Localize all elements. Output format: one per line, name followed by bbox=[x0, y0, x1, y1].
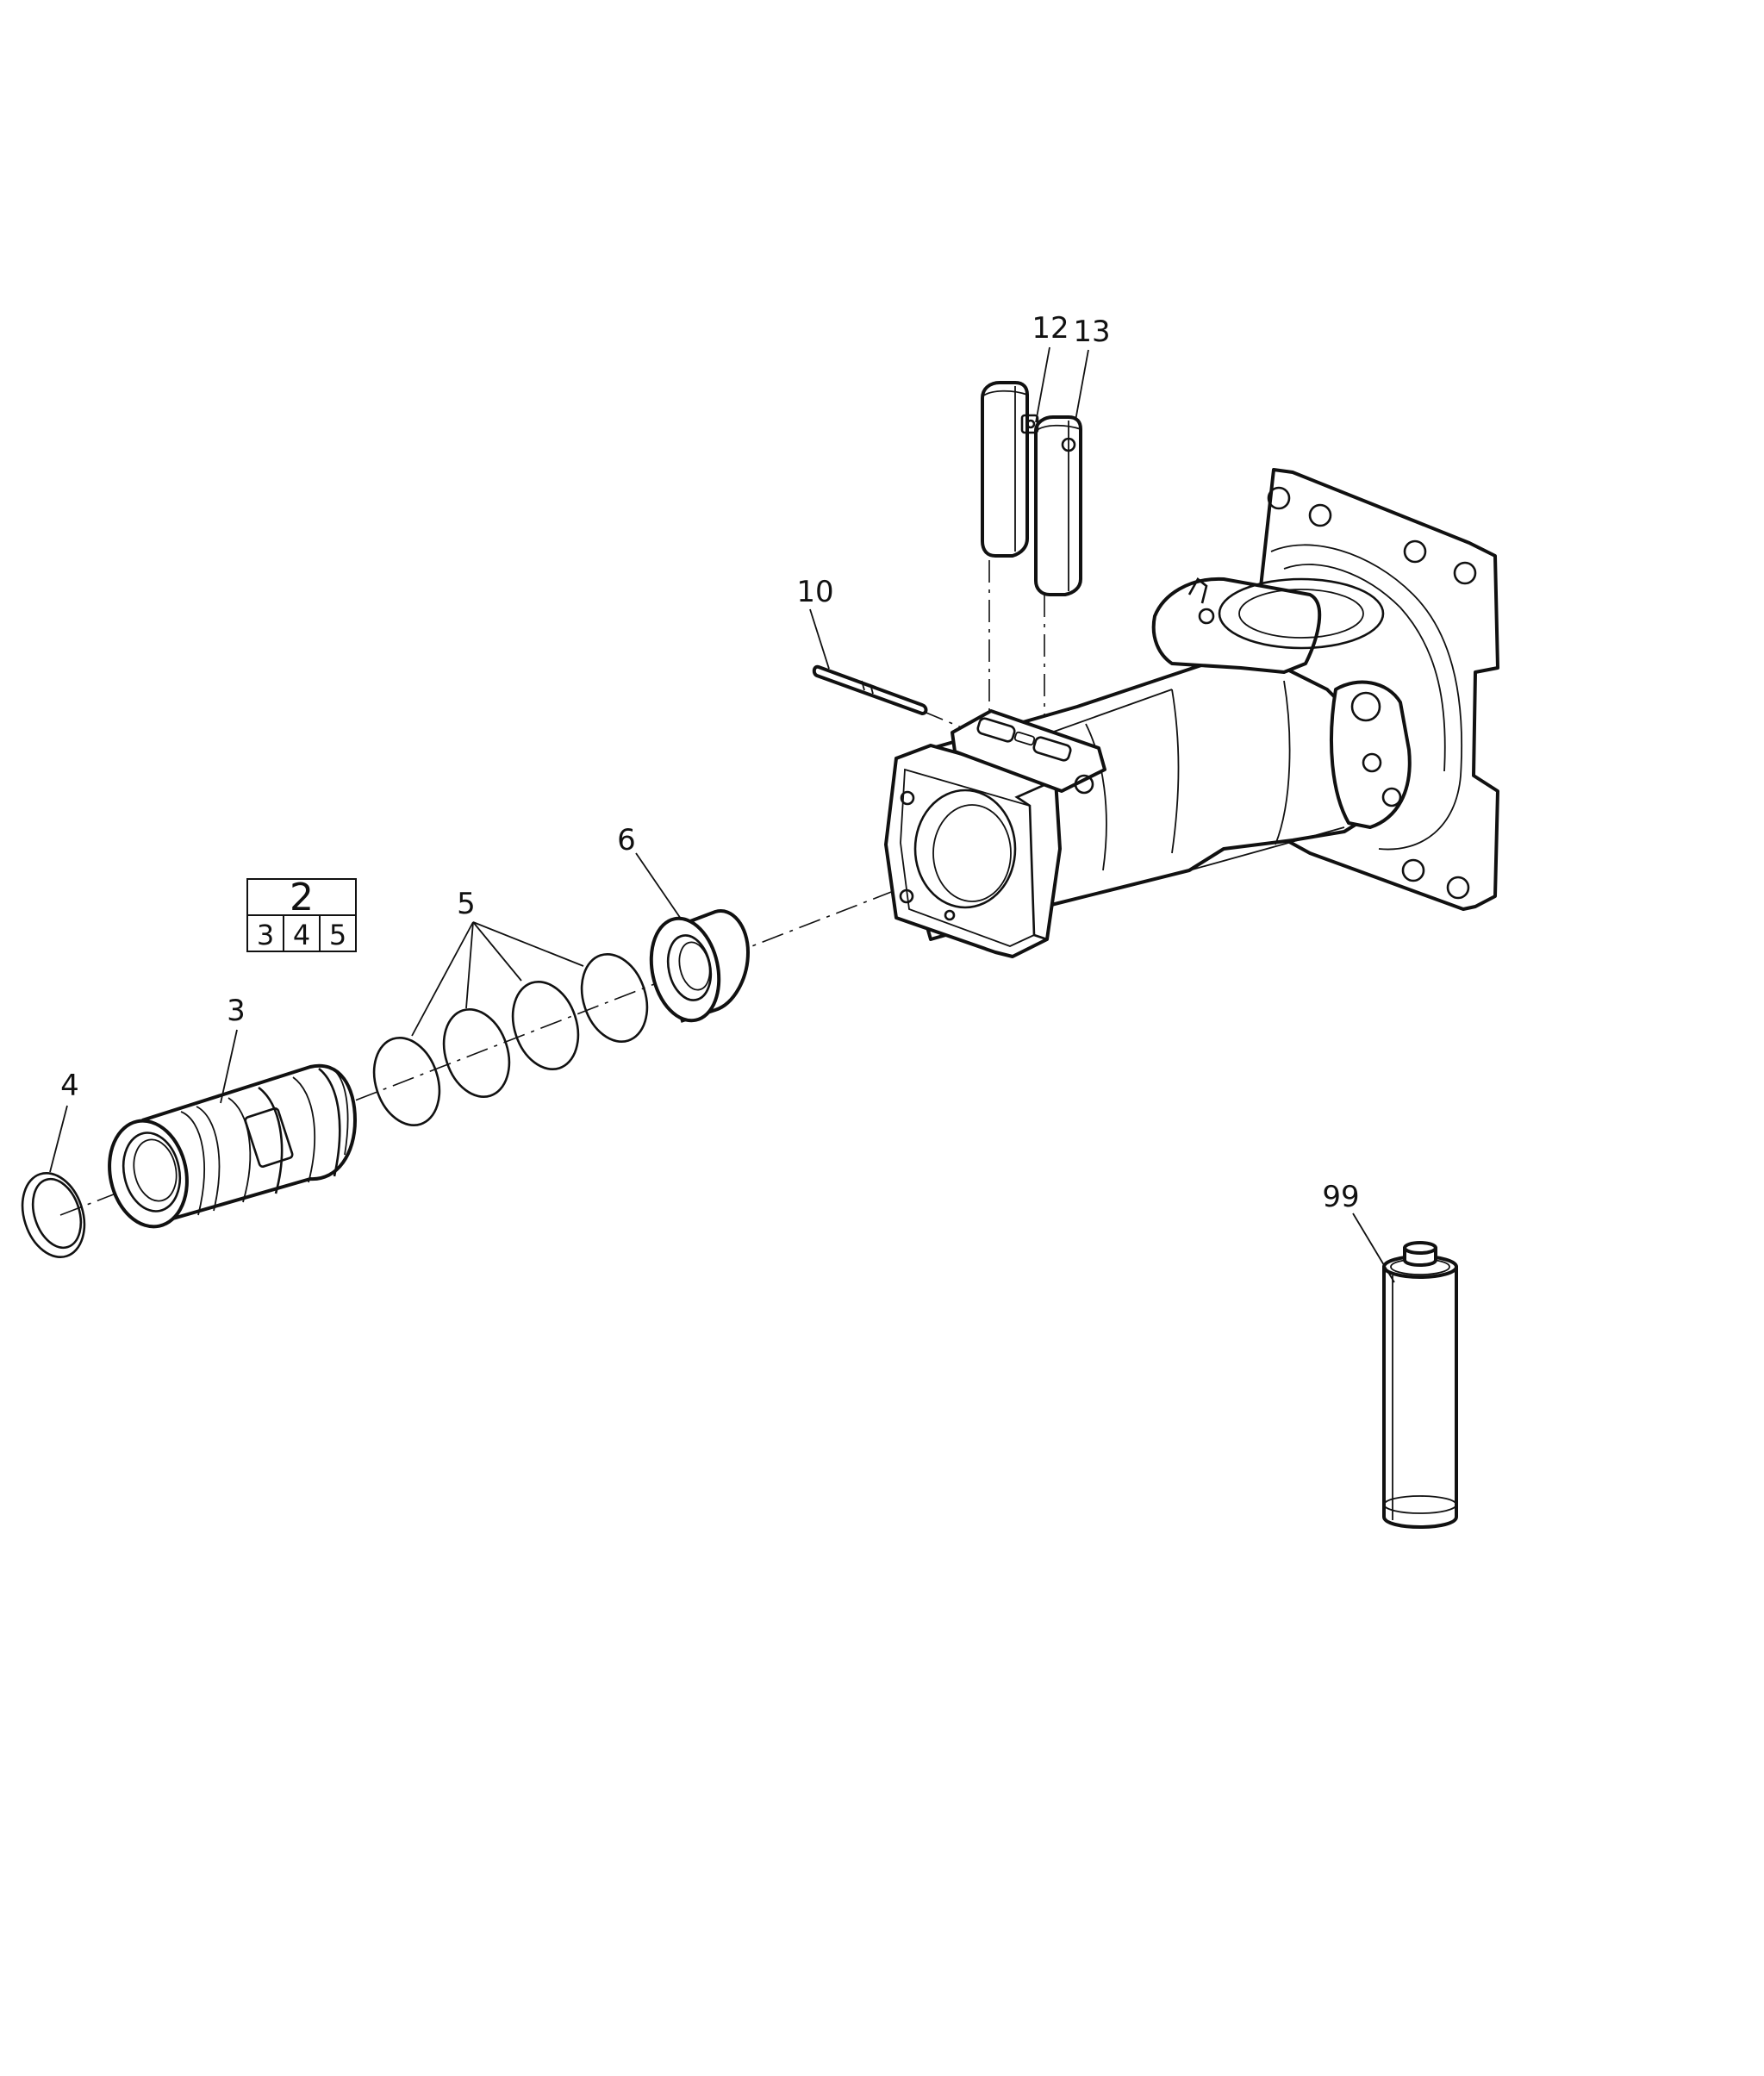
callout-6: 6 bbox=[617, 823, 636, 857]
callout-12: 12 bbox=[1032, 311, 1069, 346]
o-rings-5 bbox=[372, 953, 649, 1126]
kit-box-item-label: 5 bbox=[329, 919, 346, 951]
bushing-6 bbox=[649, 909, 750, 1023]
flange-bolt-holes bbox=[1267, 486, 1477, 900]
roll-pin-10 bbox=[812, 664, 928, 715]
kit-box-item-label: 4 bbox=[293, 919, 310, 951]
callout-10: 10 bbox=[796, 575, 833, 609]
callout-13: 13 bbox=[1073, 315, 1110, 349]
callout-3: 3 bbox=[227, 994, 246, 1028]
kit-box-item-label: 3 bbox=[257, 919, 274, 951]
cartridge-99 bbox=[1382, 1241, 1458, 1529]
leader-lines bbox=[49, 346, 1395, 1283]
snap-ring-4 bbox=[21, 1172, 86, 1258]
pin-13 bbox=[1034, 415, 1082, 596]
callout-5: 5 bbox=[457, 887, 476, 921]
pin-12 bbox=[981, 381, 1029, 558]
kit-box: 2 3 4 5 bbox=[246, 876, 357, 952]
callout-labels: 12 13 10 6 5 3 4 99 bbox=[60, 311, 1359, 1214]
callout-4: 4 bbox=[60, 1069, 79, 1103]
axle-housing bbox=[884, 468, 1499, 958]
callout-99: 99 bbox=[1322, 1180, 1359, 1214]
kit-box-main-label: 2 bbox=[290, 876, 314, 920]
sleeve-3 bbox=[108, 1063, 357, 1229]
clip-12 bbox=[1020, 414, 1039, 434]
